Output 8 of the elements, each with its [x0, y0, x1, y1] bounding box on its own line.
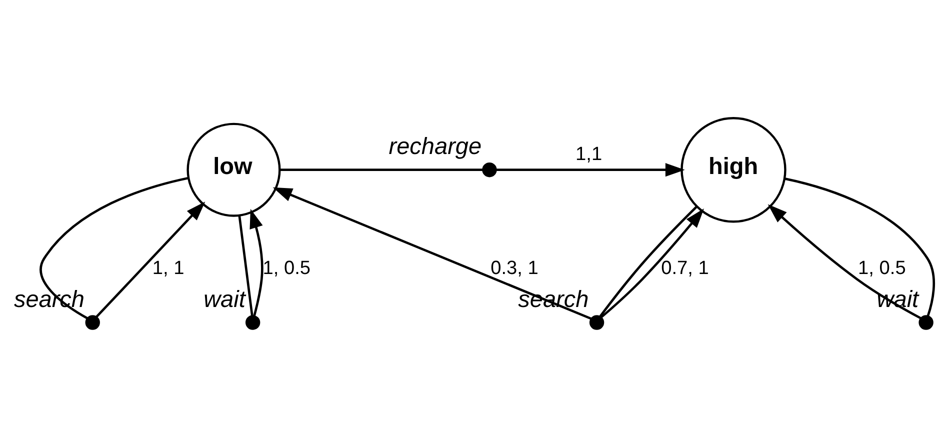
edge-label: 0.7, 1 [661, 257, 709, 278]
node-label: recharge [388, 132, 482, 159]
edge-label: 1, 1 [152, 257, 184, 278]
edge-label: 1, 0.5 [858, 257, 906, 278]
edge-label: 0.3, 1 [490, 257, 538, 278]
edge-label: 1, 0.5 [262, 257, 311, 278]
node-label: wait [204, 285, 246, 312]
edge-label: 1,1 [576, 144, 602, 165]
